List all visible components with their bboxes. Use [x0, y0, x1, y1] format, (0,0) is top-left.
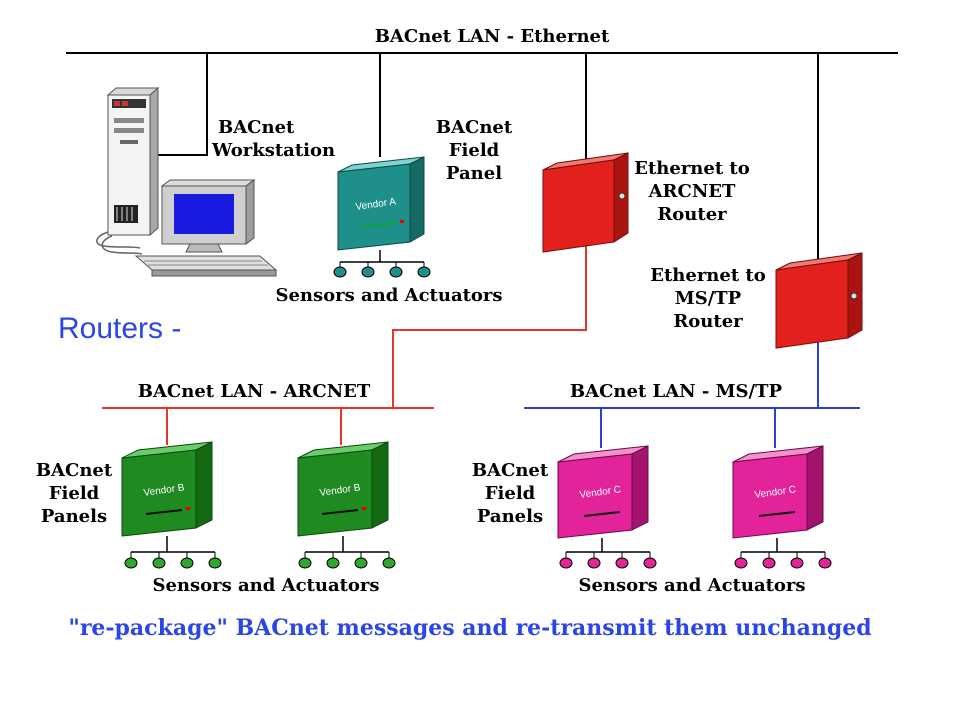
sensors-c-label: Sensors and Actuators: [578, 575, 805, 596]
arcnet-panels-label-line2: Field: [49, 483, 100, 504]
mstp-router-label-line2: MS/TP: [675, 288, 742, 309]
mstp-router-label-line3: Router: [673, 311, 743, 332]
field-panel-b1-box-icon: Vendor B: [121, 441, 213, 537]
field-panel-a-label-line3: Panel: [446, 163, 502, 184]
workstation-drop-line: [150, 53, 208, 156]
arcnet-panels-label-line1: BACnet: [36, 460, 113, 481]
mstp-label: BACnet LAN - MS/TP: [570, 381, 783, 402]
arcnet-router-label-line1: Ethernet to: [634, 158, 750, 179]
mstp-router-label-line1: Ethernet to: [650, 265, 766, 286]
arcnet-label: BACnet LAN - ARCNET: [138, 381, 371, 402]
field-panel-a-box-icon: Vendor A: [337, 156, 425, 251]
field-panel-c2-box-icon: Vendor C: [732, 445, 824, 539]
mstp-panels-label-line1: BACnet: [472, 460, 549, 481]
sensors-b1-icon: [124, 536, 222, 569]
mstp-panels-label-line2: Field: [485, 483, 536, 504]
mstp-router-box-icon: [775, 252, 863, 349]
field-panel-a-label-line1: BACnet: [436, 117, 513, 138]
footer-caption: "re-package" BACnet messages and re-tran…: [68, 615, 871, 641]
ethernet-network: BACnet LAN - Ethernet: [66, 26, 898, 262]
arcnet-panels-label-line3: Panels: [41, 506, 107, 527]
routers-headline: Routers -: [58, 312, 181, 345]
arcnet-router-label-line3: Router: [657, 204, 727, 225]
sensors-c1-icon: [559, 538, 657, 569]
field-panel-b2-box-icon: Vendor B: [297, 441, 389, 537]
workstation-label-line2: Workstation: [211, 140, 335, 161]
sensors-a-icon: [333, 250, 431, 278]
sensors-c2-icon: [734, 538, 832, 569]
sensors-a-label: Sensors and Actuators: [275, 285, 502, 306]
mstp-panels-label-line3: Panels: [477, 506, 543, 527]
field-panel-c1-box-icon: Vendor C: [557, 445, 649, 539]
arcnet-router-label-line2: ARCNET: [648, 181, 736, 202]
sensors-b2-icon: [298, 536, 396, 569]
workstation-label-line1: BACnet: [218, 117, 295, 138]
workstation-computer-icon: [96, 86, 278, 277]
arcnet-router-link: [392, 240, 587, 408]
sensors-b-label: Sensors and Actuators: [152, 575, 379, 596]
ethernet-label: BACnet LAN - Ethernet: [375, 26, 610, 47]
arcnet-router-box-icon: [542, 152, 629, 253]
field-panel-a-label-line2: Field: [449, 140, 500, 161]
